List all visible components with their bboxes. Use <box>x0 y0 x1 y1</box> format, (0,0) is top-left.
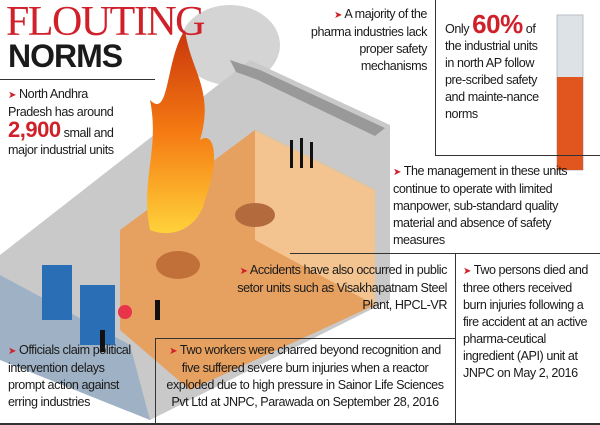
units-count: 2,900 <box>8 117 61 142</box>
alarm-light <box>118 305 132 319</box>
reactor-vessel <box>235 203 275 227</box>
divider <box>435 155 600 156</box>
reactor-vessel <box>156 251 200 279</box>
accidents-note: ➤ Accidents have also occurred in public… <box>237 263 447 312</box>
divider <box>290 253 600 254</box>
divider <box>0 79 155 80</box>
divider <box>435 0 436 155</box>
shutter-door <box>42 265 72 320</box>
compliance-note: Only 60% of the industrial units in nort… <box>445 9 539 121</box>
thermometer <box>556 14 584 171</box>
officials-note: ➤ Officials claim political intervention… <box>8 343 131 409</box>
units-count-note: ➤ North Andhra Pradesh has around 2,900 … <box>8 87 114 157</box>
divider <box>155 338 156 425</box>
compliance-percent: 60% <box>472 9 523 39</box>
divider <box>0 423 600 425</box>
people-silhouettes <box>100 138 313 352</box>
workers-note: ➤ Two workers were charred beyond recogn… <box>166 343 444 409</box>
roof-edge <box>230 60 385 136</box>
management-note: ➤ The management in these units continue… <box>393 164 568 247</box>
title-line2: NORMS <box>8 38 123 74</box>
divider <box>455 253 456 425</box>
divider <box>155 338 455 339</box>
persons-note: ➤ Two persons died and three others rece… <box>463 263 588 380</box>
flames <box>147 30 215 234</box>
shutter-door <box>80 285 115 345</box>
title-line1: FLOUTING <box>6 0 205 45</box>
majority-note: ➤ A majority of the pharma industries la… <box>310 7 428 73</box>
